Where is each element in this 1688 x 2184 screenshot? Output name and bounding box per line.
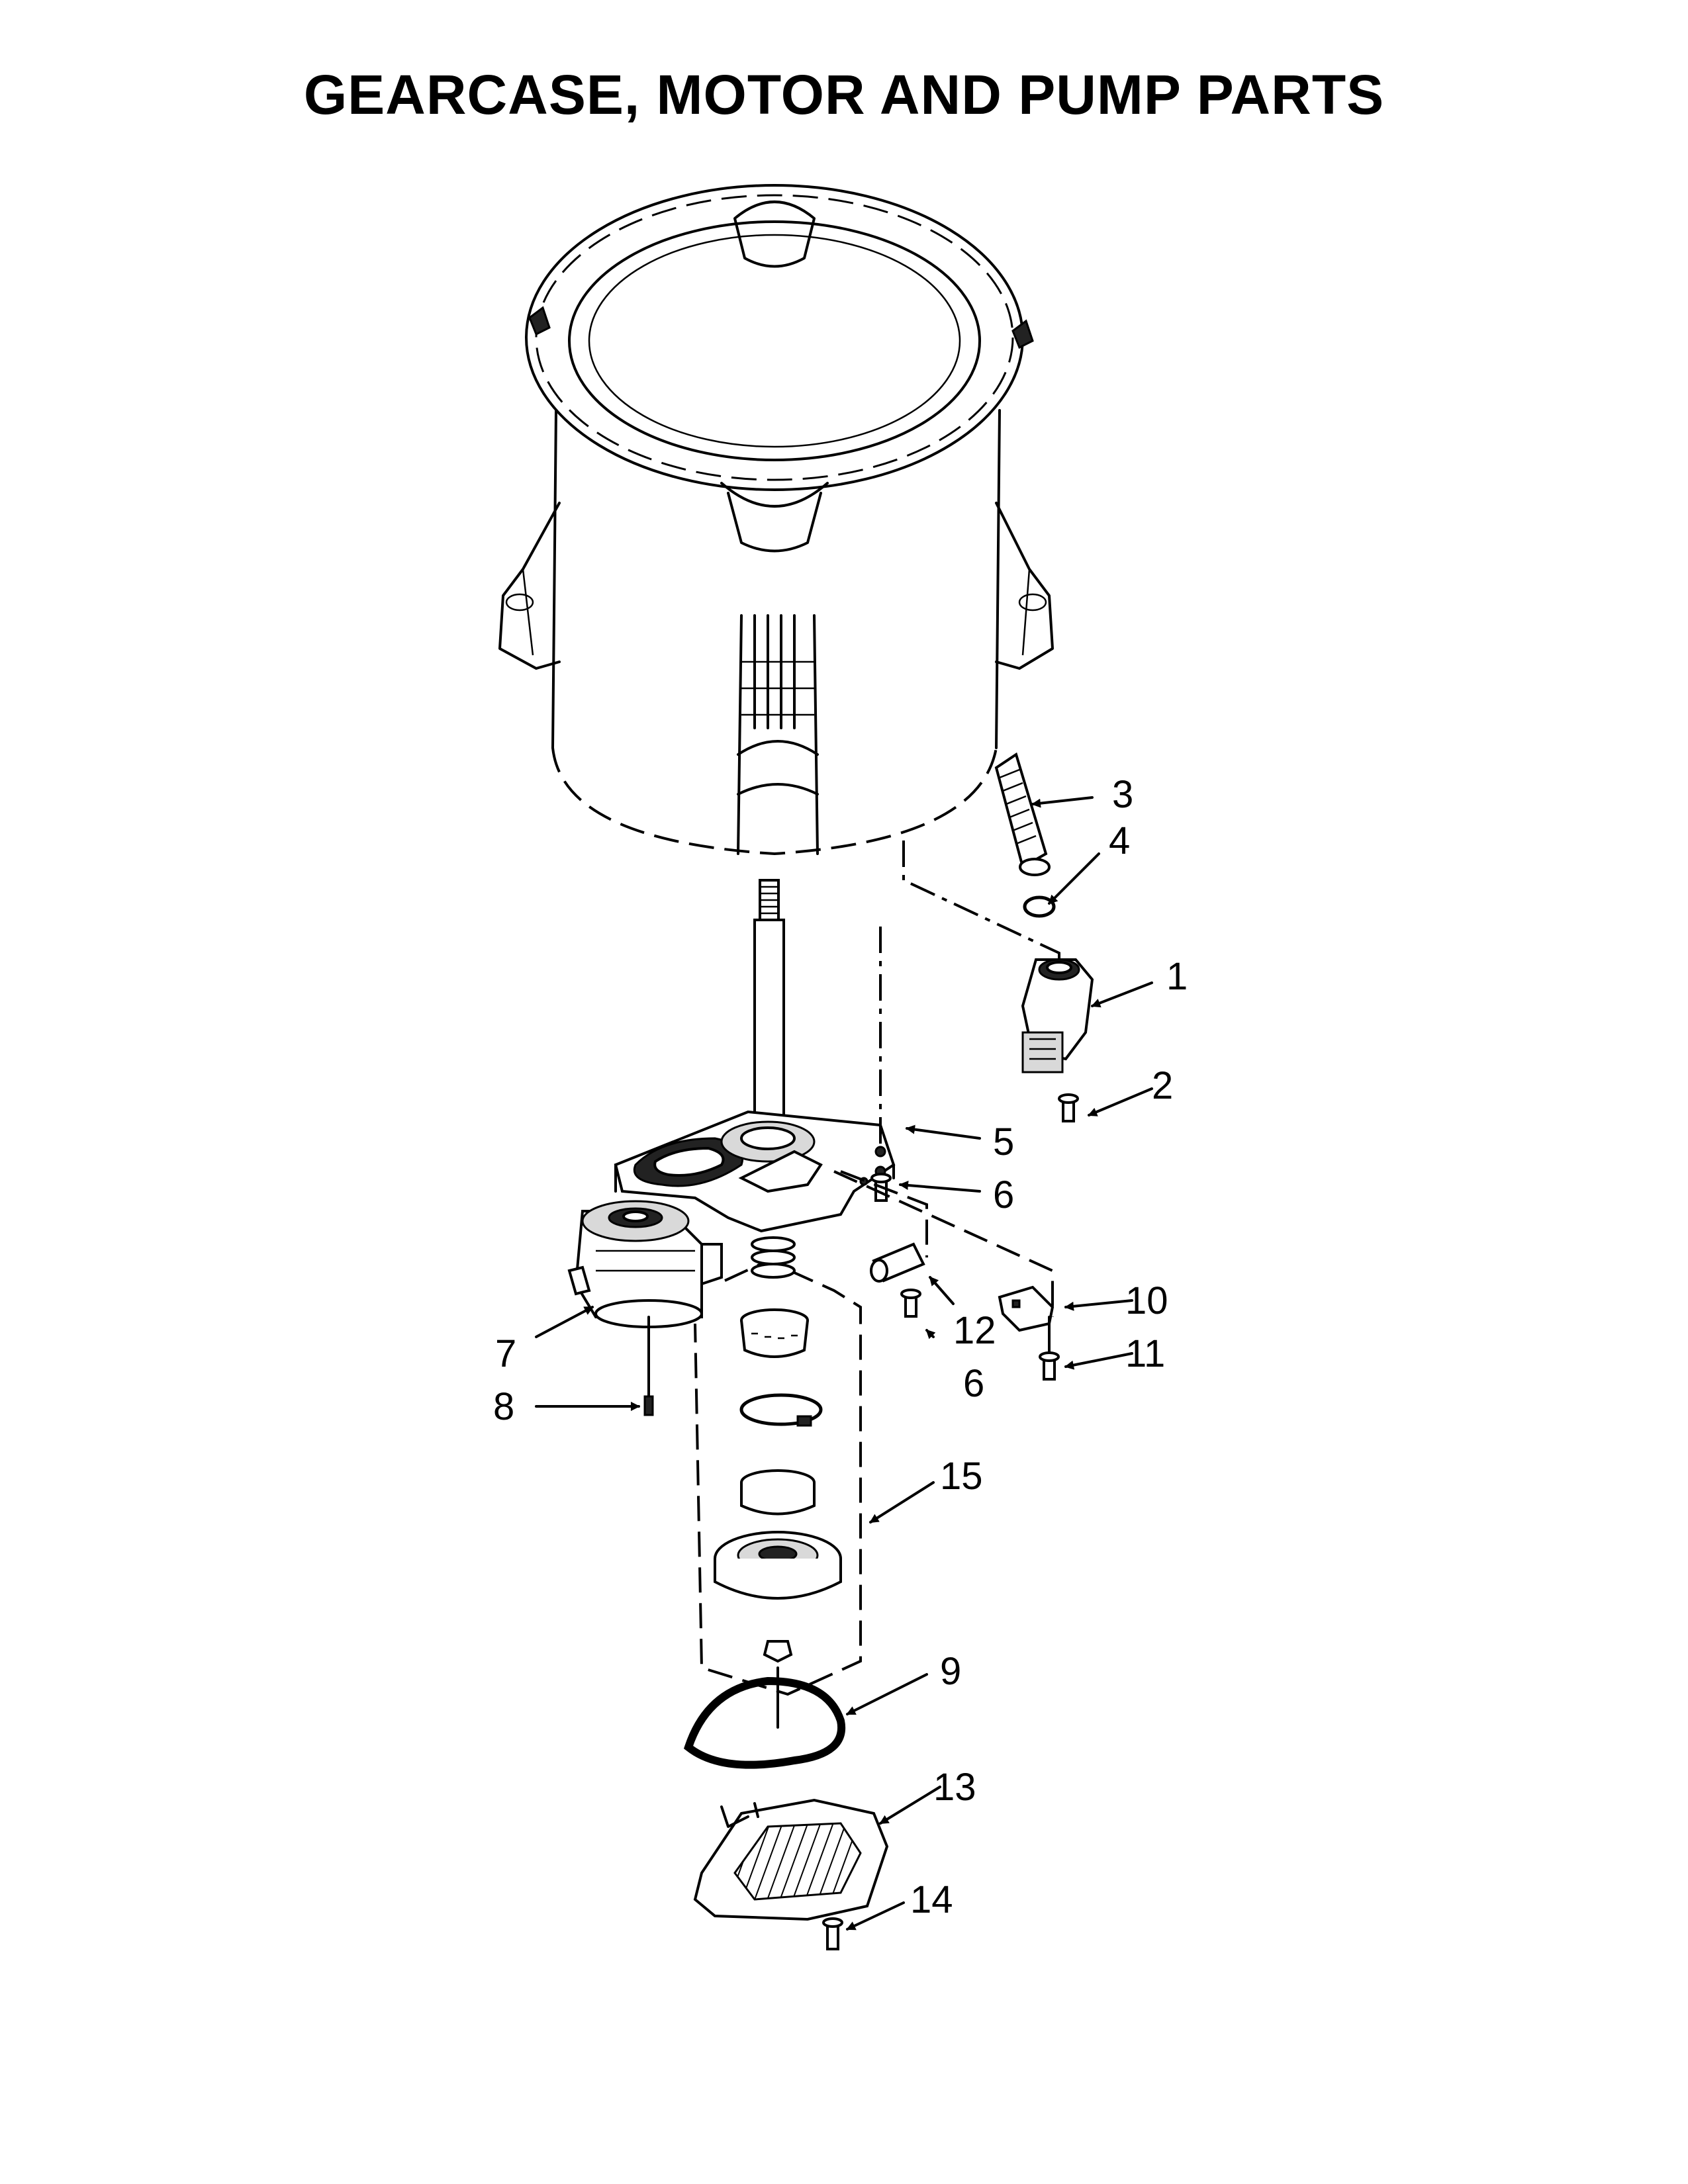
pump-screw bbox=[1058, 1093, 1079, 1122]
callout-14: 14 bbox=[910, 1878, 953, 1921]
drain-pump bbox=[1021, 958, 1094, 1073]
switch-screw bbox=[1039, 1316, 1060, 1381]
motor-shield bbox=[693, 1798, 889, 1921]
callout-6-lower: 6 bbox=[963, 1362, 984, 1405]
page-title: GEARCASE, MOTOR AND PUMP PARTS bbox=[303, 64, 1385, 126]
callout-11: 11 bbox=[1125, 1332, 1165, 1375]
callout-2: 2 bbox=[1152, 1064, 1173, 1107]
callout-3: 3 bbox=[1112, 773, 1133, 816]
clutch-kit-parts bbox=[714, 1236, 842, 1663]
drive-motor bbox=[567, 1200, 723, 1328]
callout-15: 15 bbox=[940, 1455, 983, 1498]
capacitor-screw bbox=[900, 1289, 921, 1318]
callout-12: 12 bbox=[953, 1309, 996, 1352]
callout-1: 1 bbox=[1166, 955, 1188, 998]
capacitor bbox=[870, 1242, 925, 1283]
lid-switch-bracket bbox=[998, 1285, 1055, 1332]
callout-labels: 3 4 1 2 5 6 12 6 10 11 7 8 15 9 13 14 bbox=[493, 773, 1188, 1921]
motor-bolt bbox=[643, 1316, 654, 1416]
callout-leaders bbox=[535, 796, 1153, 1931]
callout-9: 9 bbox=[940, 1650, 961, 1693]
guide-line-switch bbox=[833, 1170, 1054, 1317]
guide-line-capacitor bbox=[840, 1170, 928, 1257]
outer-tub bbox=[498, 184, 1054, 856]
callout-5: 5 bbox=[993, 1120, 1014, 1163]
hose-clamp bbox=[1023, 895, 1056, 918]
drain-hose bbox=[994, 752, 1051, 876]
callout-6-upper: 6 bbox=[993, 1173, 1014, 1216]
callout-4: 4 bbox=[1109, 819, 1130, 862]
gearcase-assembly bbox=[614, 879, 896, 1233]
drive-belt bbox=[683, 1666, 846, 1769]
callout-8: 8 bbox=[493, 1385, 514, 1428]
callout-13: 13 bbox=[933, 1766, 976, 1809]
shield-screw bbox=[822, 1917, 843, 1950]
callout-7: 7 bbox=[495, 1332, 516, 1375]
guide-line-pump bbox=[902, 841, 1060, 979]
callout-10: 10 bbox=[1125, 1279, 1168, 1322]
